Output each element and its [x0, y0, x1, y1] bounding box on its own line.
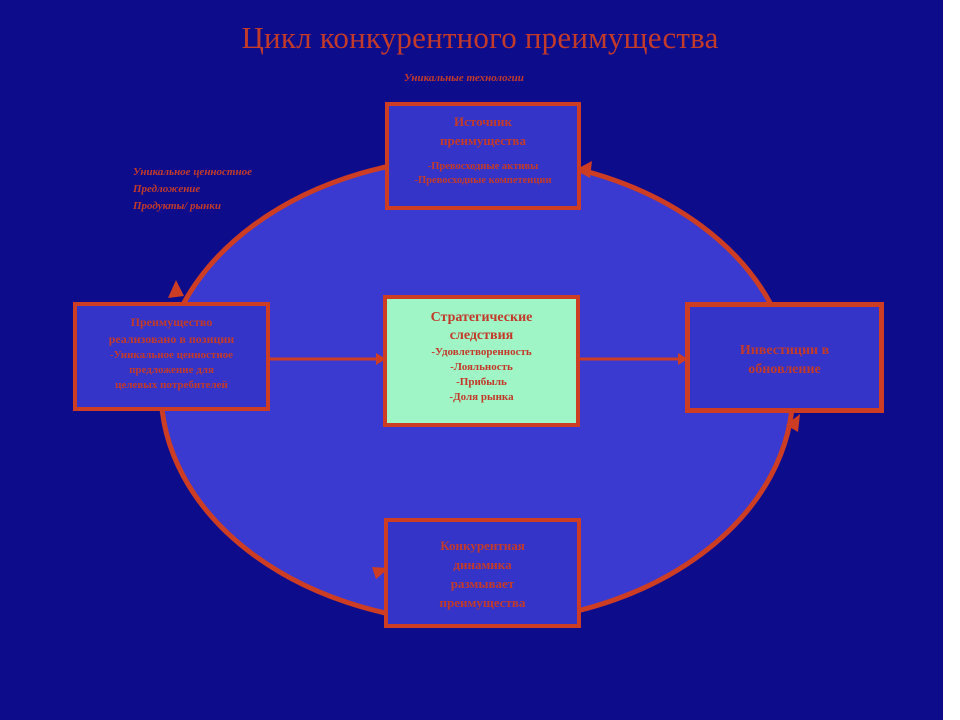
arrowhead-left-to-center — [376, 353, 386, 365]
box-list-item: -Превосходные компетенции — [414, 175, 552, 186]
box-source-of-advantage: Источник преимущества -Превосходные акти… — [385, 102, 581, 210]
box-strategic-consequences: Стратегические следствия -Удовлетворенно… — [383, 295, 580, 427]
box-heading: Преимущество — [130, 315, 213, 329]
box-list-item: -Превосходные активы — [427, 161, 539, 172]
box-heading: реализовано в позиции — [108, 332, 235, 346]
arrowhead-bottom-right — [786, 414, 800, 432]
box-heading: Стратегические — [430, 310, 533, 325]
arrowhead-center-to-right — [678, 353, 688, 365]
box-heading: динамика — [453, 557, 512, 572]
box-heading: следствия — [449, 328, 514, 343]
box-heading: размывает — [450, 576, 515, 591]
box-list-item: целевых потребителей — [115, 379, 228, 391]
box-heading: преимущества — [440, 133, 526, 148]
arrowhead-top-right — [575, 161, 592, 178]
box-heading: Источник — [453, 114, 513, 129]
box-list-item: предложение для — [129, 364, 214, 376]
box-competitive-dynamics: Конкурентная динамика размывает преимуще… — [384, 518, 581, 628]
box-list-item: -Прибыль — [456, 376, 507, 388]
box-heading: Конкурентная — [440, 538, 525, 553]
box-heading: обновление — [748, 362, 821, 377]
box-list-item: -Удовлетворенность — [431, 346, 532, 358]
box-list-item: -Уникальное ценностное — [109, 349, 234, 361]
label-value-proposition: Уникальное ценностное Предложение Продук… — [133, 166, 252, 212]
arrowhead-left — [168, 280, 184, 298]
label-unique-technologies: Уникальные технологии — [404, 72, 524, 84]
box-list-item: -Доля рынка — [449, 391, 514, 403]
slide-title: Цикл конкурентного преимущества — [241, 20, 719, 55]
box-heading: преимущества — [439, 595, 526, 610]
box-investment-in-renewal: Инвестиции в обновление — [685, 302, 884, 413]
box-list-item: -Лояльность — [450, 361, 513, 373]
box-heading: Инвестиции в — [739, 343, 830, 358]
box-advantage-in-position: Преимущество реализовано в позиции -Уник… — [73, 302, 270, 411]
